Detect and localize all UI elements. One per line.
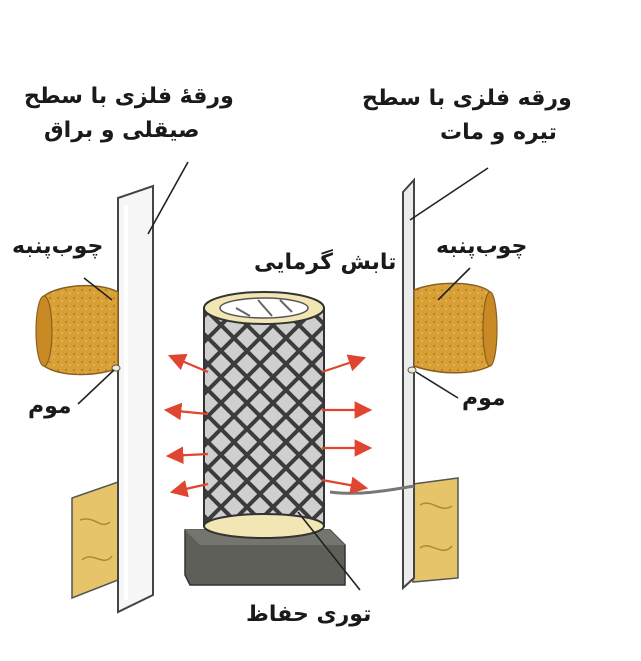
left-cork xyxy=(35,284,119,376)
radiation-arrow xyxy=(163,402,209,421)
radiation-arrow xyxy=(167,353,209,374)
left-wax-drop xyxy=(111,364,121,372)
leader-guard xyxy=(297,511,361,591)
left-metal-sheet xyxy=(117,184,154,614)
leader-left-cork xyxy=(83,277,113,301)
radiation-arrow xyxy=(169,480,209,498)
label-guard: توری حفاظ xyxy=(246,602,372,627)
right-cork xyxy=(413,282,498,374)
leader-left-wax xyxy=(77,369,115,405)
label-right-sheet-line2: تیره و مات xyxy=(440,120,557,145)
label-left-cork: چوب‌پنبه xyxy=(12,234,104,259)
leader-right-cork xyxy=(437,267,471,301)
radiation-arrow xyxy=(321,354,367,374)
right-metal-sheet xyxy=(402,177,415,591)
leader-right-wax xyxy=(415,371,459,399)
power-cable xyxy=(329,484,415,495)
label-left-sheet-line1: ورقهٔ فلزی با سطح xyxy=(24,84,234,109)
label-left-sheet-line2: صیقلی و براق xyxy=(44,118,200,143)
leader-lines xyxy=(77,161,489,591)
right-wood-block xyxy=(412,477,459,583)
label-radiation: تابش گرمایی xyxy=(254,250,397,275)
right-wax-drop xyxy=(407,366,417,374)
radiation-arrow xyxy=(165,446,209,465)
label-right-cork: چوب‌پنبه xyxy=(436,234,528,259)
leader-right-sheet xyxy=(409,167,489,221)
heater-cylinder xyxy=(203,291,325,539)
label-right-sheet-line1: ورقه فلزی با سطح xyxy=(362,86,572,111)
radiation-arrow xyxy=(321,476,369,494)
label-left-wax: موم xyxy=(28,394,72,419)
label-right-wax: موم xyxy=(462,386,506,411)
leader-left-sheet xyxy=(147,161,189,235)
radiation-arrows xyxy=(163,353,373,498)
